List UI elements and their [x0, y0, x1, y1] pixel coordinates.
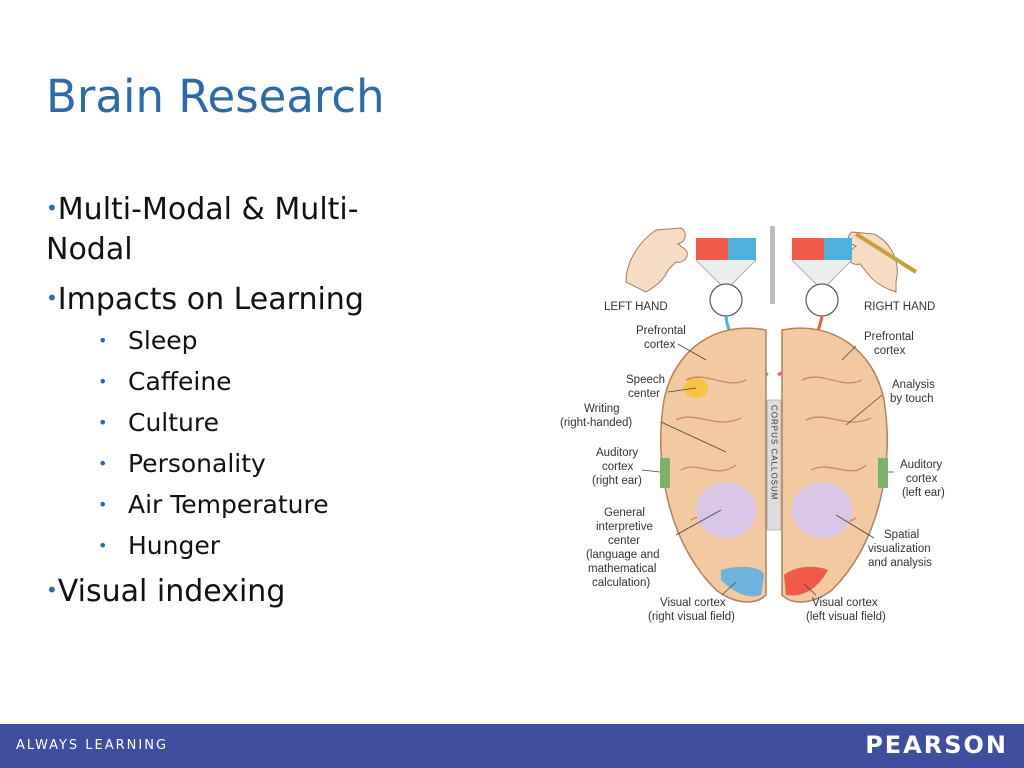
bullet-dot-icon: • [46, 578, 58, 602]
auditory-right-region [878, 458, 888, 488]
sub-bullet-item: •Culture [46, 402, 426, 443]
visual-cortex-right-label: Visual cortex(left visual field) [806, 597, 886, 623]
sub-bullet-list: •Sleep •Caffeine •Culture •Personality •… [46, 320, 426, 566]
sub-bullet-item: •Hunger [46, 525, 426, 566]
center-divider [770, 226, 775, 304]
corpus-callosum [766, 399, 782, 531]
left-eye-icon [709, 283, 743, 317]
left-blue-square [728, 238, 756, 260]
right-red-square [792, 238, 824, 260]
left-hand-icon [625, 227, 688, 293]
sub-bullet-item: •Caffeine [46, 361, 426, 402]
visual-cortex-left-label: Visual cortex(right visual field) [648, 597, 735, 623]
bullet-visual-indexing: •Visual indexing [46, 574, 286, 609]
spatial-region [792, 482, 852, 538]
bullet-dot-icon: • [98, 331, 108, 350]
left-hand-label: LEFT HAND [604, 301, 668, 313]
footer-tagline: ALWAYS LEARNING [16, 738, 169, 753]
visual-cortex-left-region [721, 566, 764, 597]
bullet-list: •Multi-Modal & Multi-Nodal •Impacts on L… [46, 188, 426, 620]
bullet-dot-icon: • [98, 495, 108, 514]
right-hand-label: RIGHT HAND [864, 301, 935, 313]
bullet-dot-icon: • [46, 286, 58, 310]
pencil-icon [854, 232, 918, 274]
bullet-impacts: •Impacts on Learning [46, 282, 364, 317]
brain-diagram: CORPUS CALLOSUM LEFT HAND RIGHT HAND Pre… [560, 226, 945, 623]
right-blue-square [824, 238, 852, 260]
sub-bullet-item: •Sleep [46, 320, 426, 361]
bullet-dot-icon: • [46, 196, 58, 220]
pearson-logo: PEARSON [865, 731, 1008, 759]
interpretive-region [696, 482, 756, 538]
visual-cortex-right-region [784, 566, 828, 596]
bullet-dot-icon: • [98, 372, 108, 391]
sub-bullet-item: •Personality [46, 443, 426, 484]
sub-bullet-item: •Air Temperature [46, 484, 426, 525]
left-red-square [696, 238, 728, 260]
bullet-dot-icon: • [98, 413, 108, 432]
right-hand-icon [847, 231, 898, 293]
right-eye-icon [805, 283, 839, 317]
footer-bar: ALWAYS LEARNING PEARSON [0, 724, 1024, 768]
brain-left-hemisphere [660, 327, 767, 603]
auditory-left-region [660, 458, 670, 488]
writing-label: Writing(right-handed) [560, 403, 632, 429]
corpus-callosum-label: CORPUS CALLOSUM [770, 405, 779, 500]
bullet-dot-icon: • [98, 454, 108, 473]
bullet-dot-icon: • [98, 536, 108, 555]
bullet-multi-modal: •Multi-Modal & Multi-Nodal [46, 192, 359, 267]
slide-title: Brain Research [46, 70, 385, 123]
